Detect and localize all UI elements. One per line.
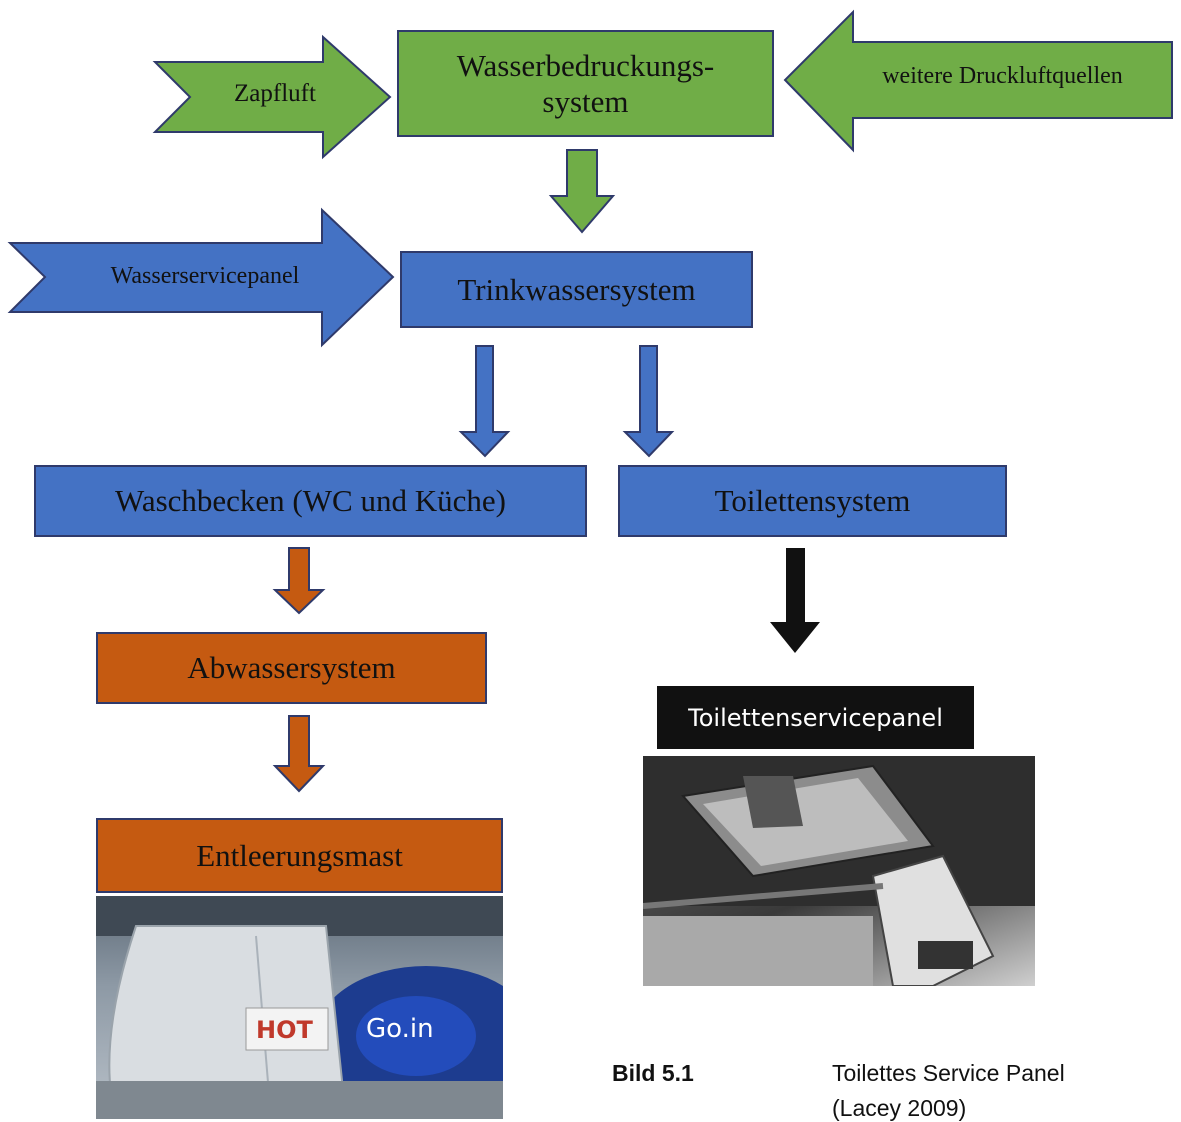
orange-down-arrow-bottom xyxy=(272,715,326,793)
black-down-arrow xyxy=(770,548,820,653)
potable-water-label: Trinkwassersystem xyxy=(457,271,696,307)
toilet-service-panel-box: Toilettenservicepanel xyxy=(657,686,974,749)
green-down-arrow xyxy=(548,149,616,234)
toilet-service-panel-label: Toilettenservicepanel xyxy=(688,703,943,732)
washbasins-box: Waschbecken (WC und Küche) xyxy=(34,465,587,537)
figure-source: (Lacey 2009) xyxy=(832,1095,967,1121)
drain-mast-illustration xyxy=(96,896,503,1119)
waste-water-box: Abwassersystem xyxy=(96,632,487,704)
hot-sign-text: HOT xyxy=(256,1016,313,1044)
drain-mast-photo: HOT Go.in xyxy=(96,896,503,1119)
go-logo-text: Go.in xyxy=(366,1014,434,1044)
figure-caption: Toilettes Service Panel xyxy=(832,1060,1065,1086)
other-sources-arrow-shape xyxy=(783,9,1173,153)
other-sources-label: weitere Druckluftquellen xyxy=(882,63,1123,89)
waste-water-label: Abwassersystem xyxy=(187,650,396,685)
water-service-arrow-shape xyxy=(7,207,395,348)
drain-mast-box: Entleerungsmast xyxy=(96,818,503,893)
water-service-panel-label: Wasserservicepanel xyxy=(110,263,300,289)
toilet-panel-illustration xyxy=(643,756,1035,986)
orange-down-arrow-top xyxy=(272,547,326,615)
toilet-system-label: Toilettensystem xyxy=(714,483,911,518)
bleed-air-label: Zapfluft xyxy=(234,80,316,107)
figure-number: Bild 5.1 xyxy=(612,1060,694,1086)
bleed-air-arrow-shape xyxy=(152,34,392,160)
pressurization-system-label: Wasserbedruckungs- system xyxy=(456,47,715,119)
washbasins-label: Waschbecken (WC und Küche) xyxy=(115,483,506,518)
potable-water-box: Trinkwassersystem xyxy=(400,251,753,328)
toilet-service-panel-photo xyxy=(643,756,1035,986)
drain-mast-label: Entleerungsmast xyxy=(196,837,403,873)
pressurization-system-box: Wasserbedruckungs- system xyxy=(397,30,774,137)
blue-down-arrow-right xyxy=(622,345,675,458)
blue-down-arrow-left xyxy=(458,345,511,458)
toilet-system-box: Toilettensystem xyxy=(618,465,1007,537)
